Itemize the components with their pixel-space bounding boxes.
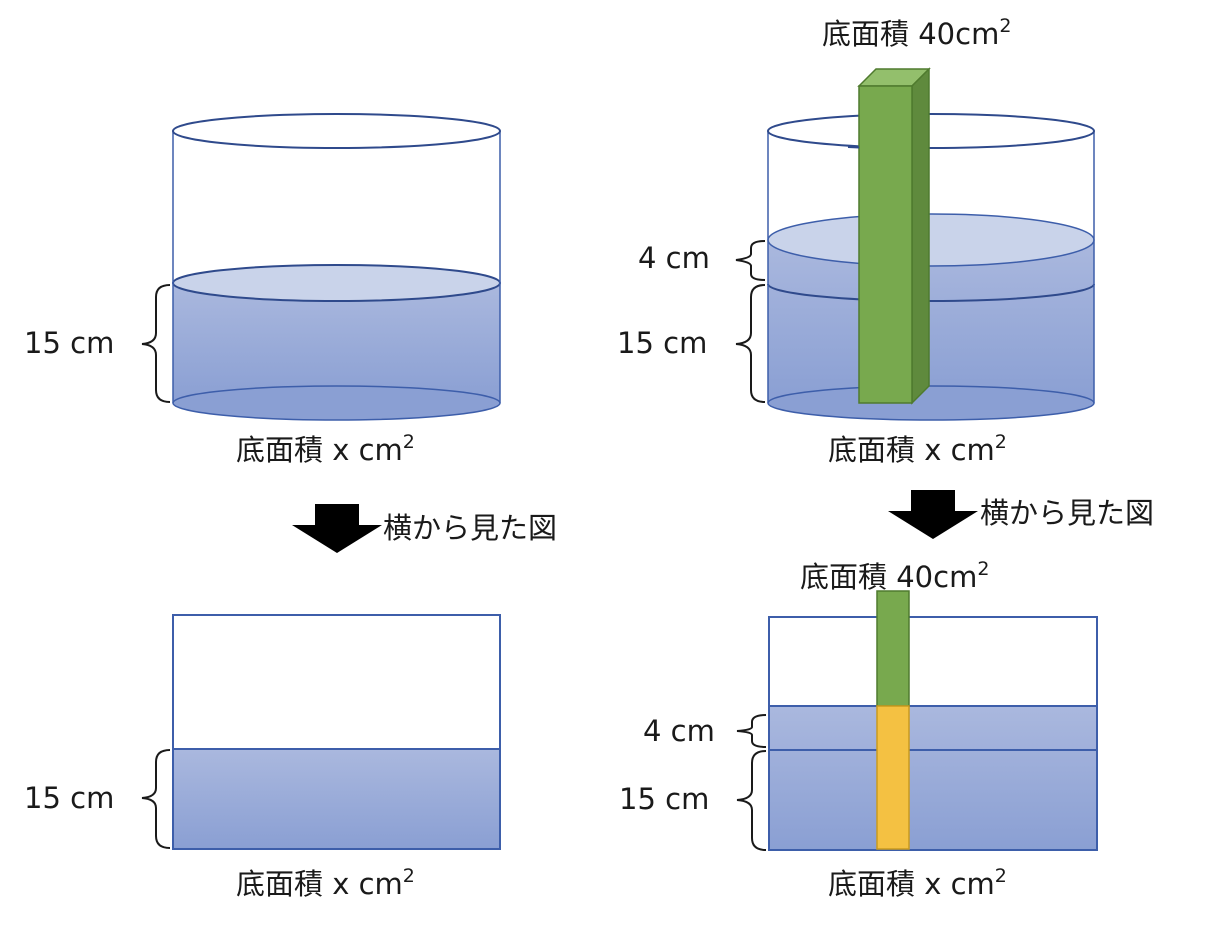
side-view-label-right: 横から見た図 <box>980 496 1154 530</box>
down-arrow-right <box>888 490 978 539</box>
side-view-label-left: 横から見た図 <box>383 511 557 545</box>
height-label-15-bl: 15 cm <box>24 781 114 815</box>
side-water-left <box>173 749 500 849</box>
brace-15-left-top <box>141 284 171 403</box>
height-label-15-tl: 15 cm <box>24 326 114 360</box>
side-view-right <box>768 590 1098 851</box>
rim-front-over-prism <box>847 146 860 149</box>
water-body-right <box>768 240 1094 403</box>
base-area-label-tr: 底面積 x cm2 <box>828 431 1007 467</box>
water-body-left <box>173 283 500 403</box>
height-label-4-tr: 4 cm <box>638 241 710 275</box>
water-bottom-left <box>172 385 501 421</box>
cylinder-rim-left <box>172 113 501 149</box>
side-view-left <box>172 614 501 850</box>
prism-submerged <box>876 705 910 850</box>
side-water-right <box>769 706 1097 850</box>
brace-15-left-bottom <box>141 749 171 849</box>
base-area-label-bl: 底面積 x cm2 <box>236 865 415 901</box>
brace-4-right-bottom <box>736 714 767 748</box>
height-label-4-br: 4 cm <box>643 714 715 748</box>
cylinder-right <box>767 113 1095 421</box>
brace-15-right-top <box>735 284 766 403</box>
water-bottom-right <box>767 385 1095 421</box>
prism-above-water <box>876 590 910 707</box>
cylinder-rim-right <box>767 113 1095 149</box>
prism-base-area-label-top: 底面積 40cm2 <box>822 15 1011 51</box>
square-prism-3d <box>857 67 931 405</box>
base-area-label-tl: 底面積 x cm2 <box>236 431 415 467</box>
down-arrow-left <box>292 504 382 553</box>
height-label-15-tr: 15 cm <box>617 326 707 360</box>
base-area-label-br: 底面積 x cm2 <box>828 865 1007 901</box>
side-container-right <box>768 616 1098 851</box>
water-surface-left <box>172 264 501 302</box>
water-surface-right <box>767 213 1095 267</box>
side-container-left <box>172 614 501 850</box>
cylinder-left <box>172 113 501 421</box>
prism-side-face <box>911 67 930 405</box>
height-label-15-br: 15 cm <box>619 782 709 816</box>
original-level-line-right <box>767 283 1095 302</box>
brace-4-right-top <box>735 240 766 281</box>
prism-front-face <box>858 85 913 404</box>
prism-base-area-label-side: 底面積 40cm2 <box>800 558 989 594</box>
brace-15-right-bottom <box>736 750 767 851</box>
